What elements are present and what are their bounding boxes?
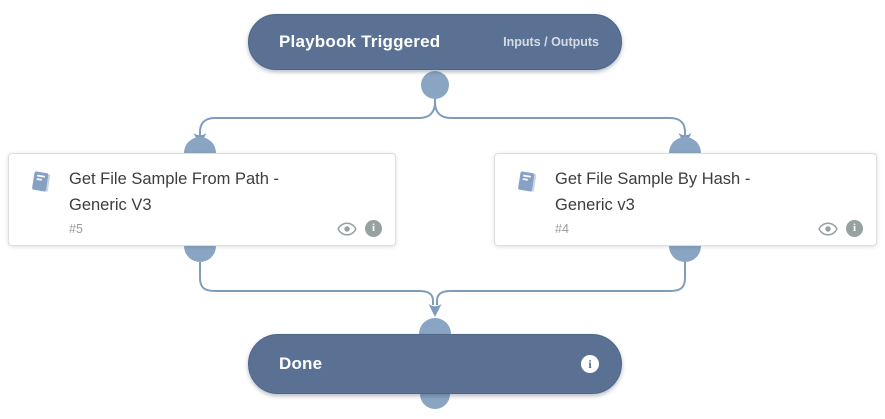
task-title: Get File Sample From Path - Generic V3 [69, 170, 279, 214]
task-id: #5 [69, 222, 83, 236]
edge-task-left-to-done [199, 258, 434, 305]
task-card-get-file-sample-by-hash[interactable]: Get File Sample By Hash - Generic v3 #4 … [494, 153, 877, 246]
book-icon [518, 171, 537, 192]
info-icon[interactable]: i [846, 220, 863, 237]
arrowhead-done [428, 304, 442, 317]
task-card-get-file-sample-from-path[interactable]: Get File Sample From Path - Generic V3 #… [8, 153, 396, 246]
task-id: #4 [555, 222, 569, 236]
edge-trigger-to-task-left [199, 96, 436, 136]
task-actions: i [818, 220, 863, 237]
eye-icon[interactable] [818, 221, 838, 236]
done-node-title: Done [279, 354, 323, 373]
info-icon[interactable]: i [365, 220, 382, 237]
book-icon [32, 171, 51, 192]
eye-icon[interactable] [337, 221, 357, 236]
edge-task-right-to-done [436, 258, 686, 305]
edge-trigger-to-task-right [434, 96, 686, 136]
trigger-node-title: Playbook Triggered [279, 32, 441, 51]
inputs-outputs-link[interactable]: Inputs / Outputs [503, 35, 599, 49]
connector-trigger-out [421, 71, 449, 99]
info-icon[interactable]: i [581, 355, 599, 373]
task-actions: i [337, 220, 382, 237]
playbook-triggered-node[interactable]: Playbook Triggered Inputs / Outputs [248, 14, 622, 70]
done-node[interactable]: Done i [248, 334, 622, 394]
task-title: Get File Sample By Hash - Generic v3 [555, 170, 751, 214]
